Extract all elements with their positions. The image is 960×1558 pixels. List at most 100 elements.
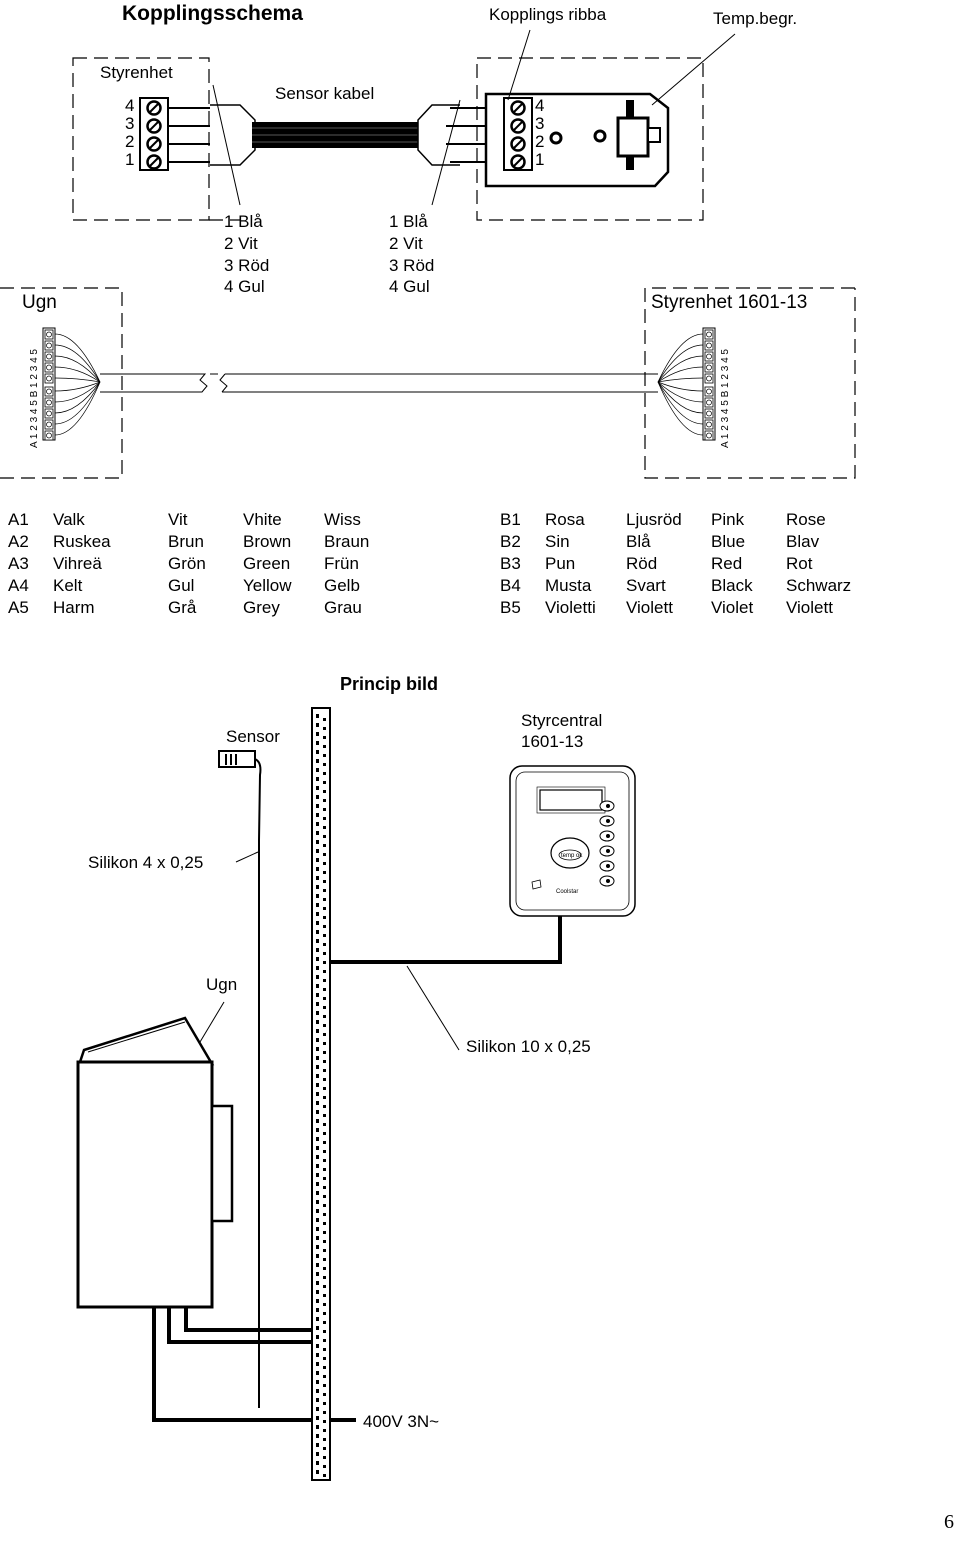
terminal-cell <box>704 362 714 373</box>
heater-cable <box>152 1307 312 1422</box>
leader-line <box>431 99 461 206</box>
pin-number: 1 <box>535 150 544 169</box>
color-table-cell: B3 <box>500 554 521 573</box>
terminal-cell <box>44 351 54 362</box>
control-unit: temp ok Coolstar <box>509 765 636 917</box>
terminal-cell <box>44 362 54 373</box>
color-table-cell: Röd <box>626 554 657 573</box>
silikon4-label: Silikon 4 x 0,25 <box>88 853 203 872</box>
control-cable <box>100 373 658 393</box>
pin-number: 3 <box>125 114 134 133</box>
pin-number: 1 <box>125 150 134 169</box>
styrenhet-1601-box <box>644 287 856 479</box>
color-table-cell: Blav <box>786 532 820 551</box>
color-table-cell: Rot <box>786 554 813 573</box>
color-table-cell: A2 <box>8 532 29 551</box>
wire-color: 1 Blå <box>224 212 263 231</box>
color-table-cell: Blue <box>711 532 745 551</box>
terminal-label: A 1 2 3 4 5 B 1 2 3 4 5 <box>720 349 731 448</box>
pin-number: 4 <box>535 96 544 115</box>
color-table-cell: Svart <box>626 576 666 595</box>
pin-number: 3 <box>535 114 544 133</box>
heater-cable <box>184 1307 312 1332</box>
wire-color: 3 Röd <box>389 256 434 275</box>
leader-line <box>507 29 531 101</box>
color-table-cell: Vhite <box>243 510 282 529</box>
color-table-cell: B4 <box>500 576 521 595</box>
device-brand: Coolstar <box>556 889 578 895</box>
color-table-cell: Grön <box>168 554 206 573</box>
terminal-cell <box>704 419 714 430</box>
mount-hole <box>549 131 563 145</box>
color-table-cell: Musta <box>545 576 592 595</box>
color-table-cell: Harm <box>53 598 95 617</box>
styrenhet-wire-fan <box>657 333 704 436</box>
power-label: 400V 3N~ <box>363 1412 439 1431</box>
terminal-cell <box>44 397 54 408</box>
color-table-cell: Brown <box>243 532 291 551</box>
device-badge: temp ok <box>561 853 583 859</box>
temp-limiter <box>616 100 661 170</box>
color-table-cell: Violet <box>711 598 753 617</box>
display-screen <box>539 789 603 811</box>
sensor-label: Sensor <box>226 727 280 746</box>
temp-begr-label: Temp.begr. <box>713 9 797 28</box>
color-table-cell: Pink <box>711 510 745 529</box>
color-table-cell: A5 <box>8 598 29 617</box>
terminal-cell <box>44 386 54 397</box>
pin-number: 4 <box>125 96 134 115</box>
leader-line <box>212 84 241 206</box>
color-table-cell: Grå <box>168 598 197 617</box>
mount-hole <box>593 129 607 143</box>
ugn-wire-fan <box>54 333 101 436</box>
color-table-cell: Gul <box>168 576 194 595</box>
terminal-cell <box>704 373 714 384</box>
pin-number: 2 <box>535 132 544 151</box>
wire-color: 1 Blå <box>389 212 428 231</box>
diagram-title: Kopplingsschema <box>122 2 303 25</box>
color-table-cell: Black <box>711 576 753 595</box>
terminal-cell <box>704 351 714 362</box>
ugn-box <box>0 287 123 479</box>
color-table-cell: Rosa <box>545 510 585 529</box>
color-table-cell: Wiss <box>324 510 361 529</box>
color-table-cell: Ljusröd <box>626 510 682 529</box>
terminal-cell <box>704 430 714 441</box>
wire-color: 2 Vit <box>389 234 423 253</box>
color-table-cell: A4 <box>8 576 29 595</box>
styrcentral-label: Styrcentral <box>521 711 602 730</box>
left-terminal-block <box>139 97 169 171</box>
pin-number: 2 <box>125 132 134 151</box>
page-number: 6 <box>944 1511 954 1533</box>
color-table-cell: Kelt <box>53 576 83 595</box>
styrcentral-model: 1601-13 <box>521 732 583 751</box>
control-unit-cable <box>330 916 562 964</box>
color-table-cell: Valk <box>53 510 85 529</box>
ugn-principle-label: Ugn <box>206 975 237 994</box>
leader-line <box>406 965 460 1051</box>
terminal-cell <box>44 373 54 384</box>
wall <box>311 707 331 1481</box>
heater <box>76 1016 234 1309</box>
right-pin-numbers: 4 3 2 1 <box>535 96 544 169</box>
terminal-cell <box>704 329 714 340</box>
wire-color: 4 Gul <box>389 277 430 296</box>
color-table-cell: Brun <box>168 532 204 551</box>
styrenhet-terminal-strip: A 1 2 3 4 5 B 1 2 3 4 5 <box>702 327 731 448</box>
color-table-cell: Ruskea <box>53 532 111 551</box>
color-table-cell: Violett <box>786 598 833 617</box>
color-table-cell: A1 <box>8 510 29 529</box>
kopplings-ribba-label: Kopplings ribba <box>489 5 607 24</box>
left-cable-boot <box>210 104 256 166</box>
logo-icon <box>531 879 542 890</box>
color-table-cell: Schwarz <box>786 576 851 595</box>
right-cable-boot <box>417 104 460 166</box>
kopplings-box <box>476 57 704 221</box>
right-wire-list: 1 Blå 2 Vit 3 Röd 4 Gul <box>389 212 434 296</box>
principle-title: Princip bild <box>340 674 438 694</box>
right-terminal-block <box>503 97 533 171</box>
color-table-cell: Gelb <box>324 576 360 595</box>
ugn-label: Ugn <box>22 292 57 313</box>
